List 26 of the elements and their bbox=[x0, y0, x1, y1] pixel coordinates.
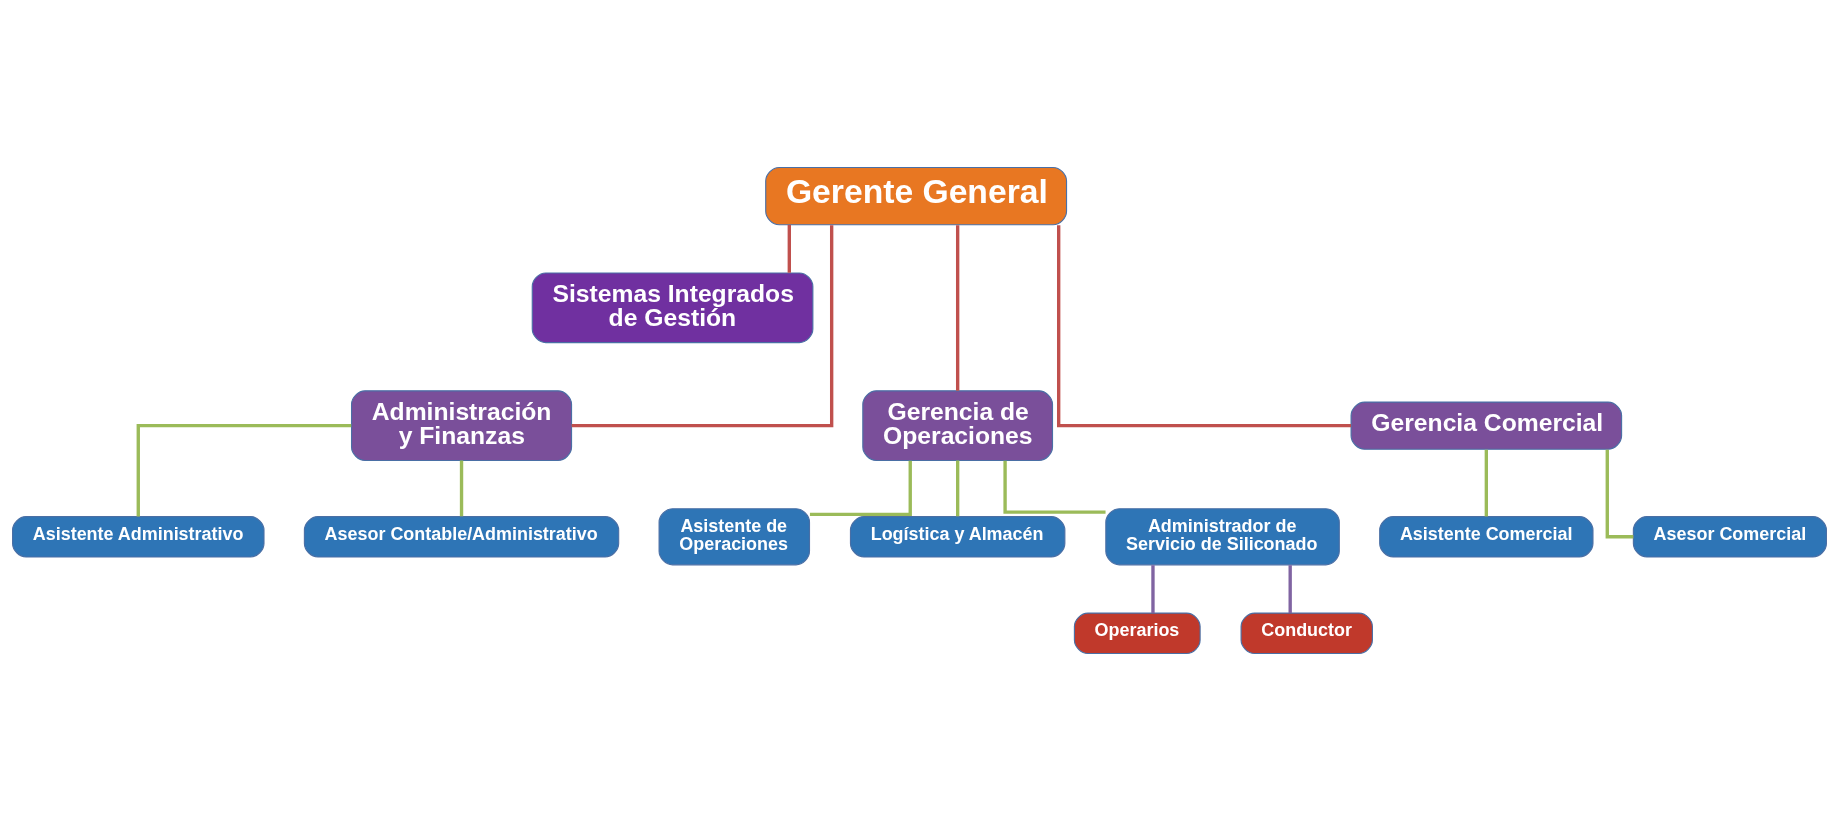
connector bbox=[1151, 564, 1155, 613]
node-box: Asistente Comercial bbox=[1379, 515, 1594, 558]
connector bbox=[136, 423, 352, 516]
node-box: Sistemas Integrados de Gestión bbox=[531, 271, 814, 343]
node-box: Gerencia Comercial bbox=[1350, 401, 1623, 450]
connector bbox=[1288, 564, 1292, 613]
node-box: Administrador de Servicio de Siliconado bbox=[1105, 507, 1340, 565]
connector bbox=[459, 460, 464, 516]
node-box: Asistente de Operaciones bbox=[658, 507, 811, 565]
node-box: Administración y Finanzas bbox=[351, 389, 573, 461]
connector bbox=[955, 224, 960, 391]
node-box: Operarios bbox=[1073, 612, 1201, 654]
connector bbox=[1484, 449, 1489, 516]
connector bbox=[809, 460, 912, 516]
node-box: Asesor Contable/Administrativo bbox=[303, 515, 620, 558]
node-box: Logística y Almacén bbox=[849, 515, 1066, 558]
node-box: Gerencia de Operaciones bbox=[862, 389, 1054, 461]
connector bbox=[955, 460, 960, 516]
connector bbox=[1003, 460, 1106, 514]
connector bbox=[571, 224, 834, 427]
node-box: Conductor bbox=[1240, 612, 1373, 654]
node-box: Asesor Comercial bbox=[1632, 515, 1827, 558]
connector bbox=[787, 224, 791, 273]
node-box: Asistente Administrativo bbox=[12, 515, 265, 558]
connector bbox=[1057, 224, 1352, 427]
node-box: Gerente General bbox=[765, 166, 1068, 225]
